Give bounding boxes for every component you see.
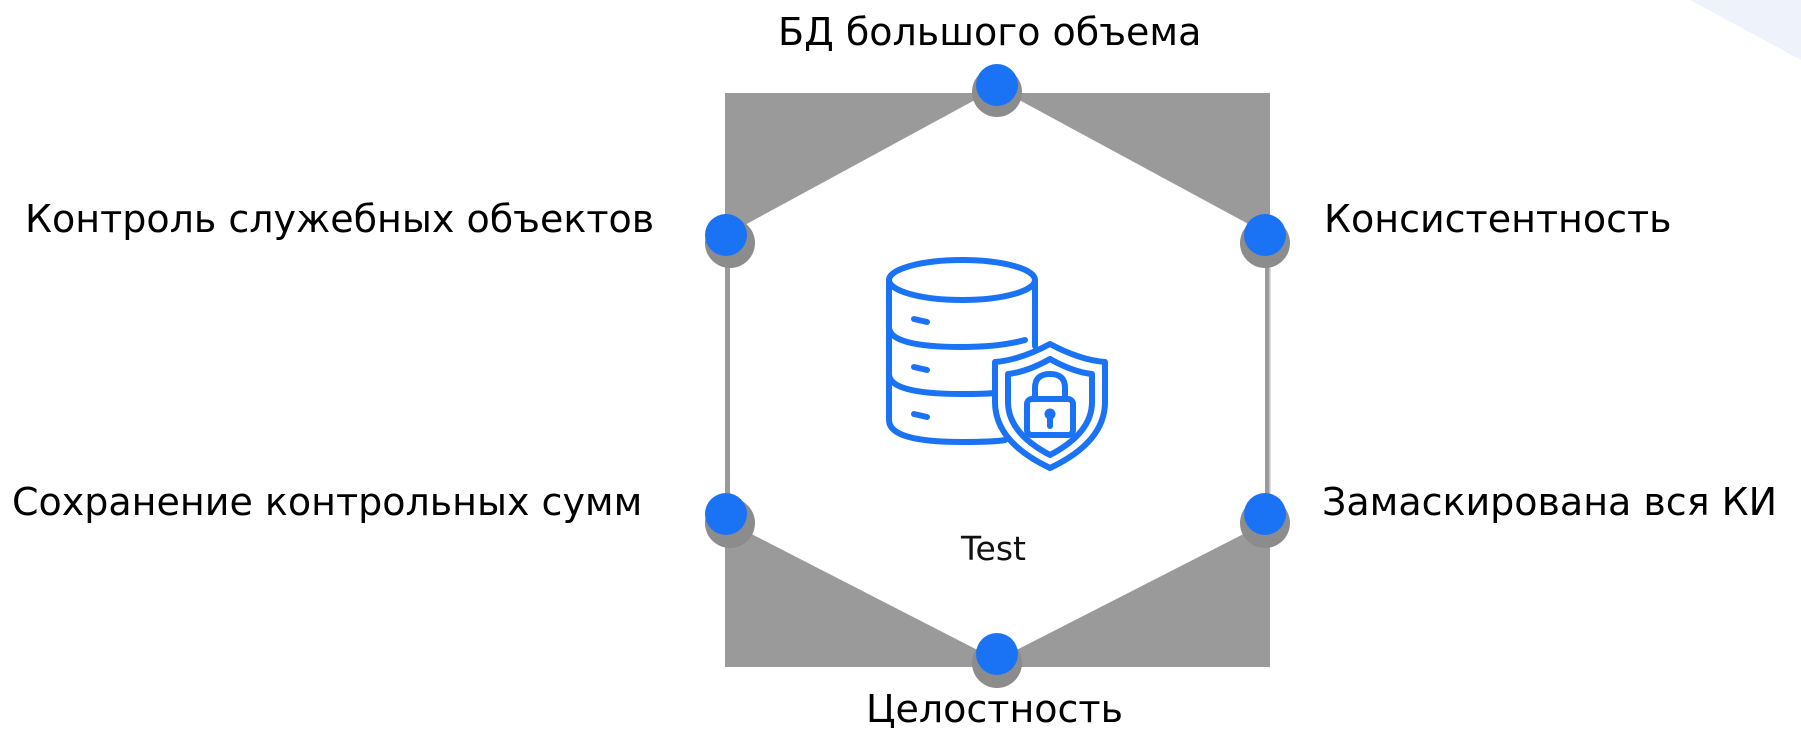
label-right-top: Консистентность (1324, 197, 1672, 241)
corner-decoration (1690, 0, 1801, 60)
label-bottom: Целостность (866, 687, 1123, 731)
node-right-bottom (1244, 493, 1286, 535)
node-left-top (705, 214, 747, 256)
label-left-bottom: Сохранение контрольных сумм (12, 480, 643, 524)
database-shield-lock-icon (886, 257, 1108, 471)
node-top (976, 64, 1018, 106)
node-left-bottom (705, 493, 747, 535)
label-top: БД большого объема (778, 10, 1202, 54)
label-left-top: Контроль служебных объектов (25, 197, 655, 241)
node-bottom (976, 633, 1018, 675)
center-text: Test (961, 529, 1026, 568)
label-right-bottom: Замаскирована вся КИ (1322, 480, 1778, 524)
node-right-top (1244, 214, 1286, 256)
hexagon-frame (725, 88, 1270, 667)
